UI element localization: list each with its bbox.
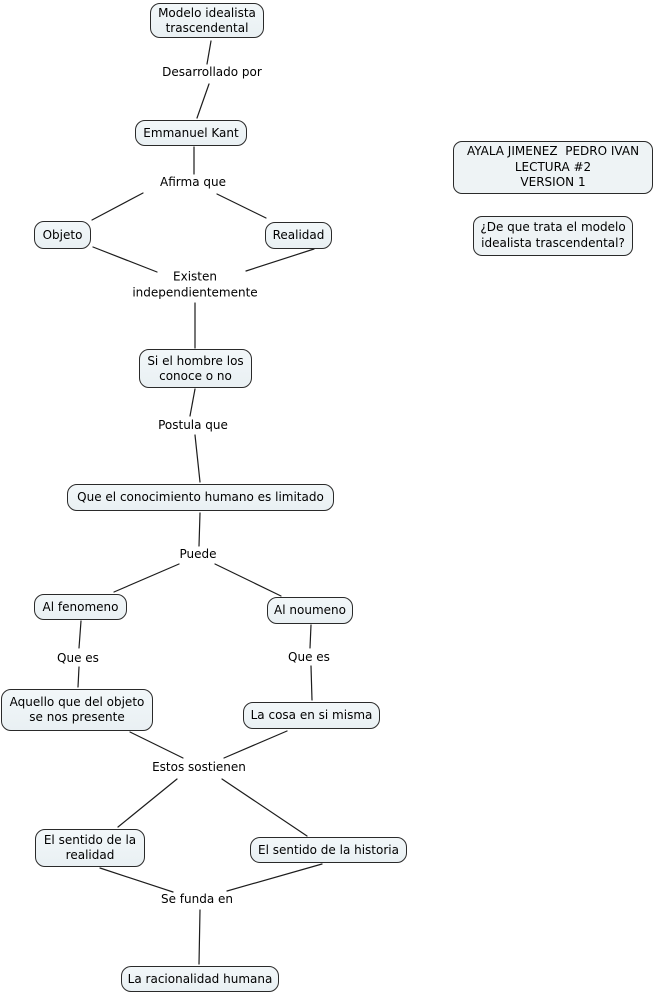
- connector-puede-noumeno: [214, 563, 282, 597]
- link-label-desarrollado-por[interactable]: Desarrollado por: [162, 65, 262, 80]
- connector-quees-aquello: [77, 666, 80, 688]
- connector-postula-conocimiento: [194, 434, 201, 483]
- node-si-el-hombre-los-conoce[interactable]: Si el hombre los conoce o no: [139, 349, 252, 388]
- connector-modelo-desarrollado: [206, 40, 212, 65]
- node-al-noumeno[interactable]: Al noumeno: [267, 597, 353, 624]
- connector-realidad-existen: [245, 248, 315, 272]
- link-label-puede[interactable]: Puede: [179, 547, 217, 562]
- annotation-focus-question[interactable]: ¿De que trata el modelo idealista trasce…: [473, 216, 633, 256]
- connector-estos-historia: [221, 778, 308, 837]
- node-realidad[interactable]: Realidad: [265, 222, 332, 249]
- link-label-afirma-que[interactable]: Afirma que: [160, 175, 226, 190]
- link-label-que-es-left[interactable]: Que es: [57, 651, 99, 666]
- connector-historia-sefunda: [226, 863, 323, 892]
- connector-afirma-objeto: [91, 192, 144, 221]
- node-conocimiento-humano-limitado[interactable]: Que el conocimiento humano es limitado: [67, 484, 334, 511]
- connector-sefunda-racionalidad: [198, 909, 201, 965]
- node-al-fenomeno[interactable]: Al fenomeno: [34, 594, 127, 620]
- link-label-que-es-right[interactable]: Que es: [288, 650, 330, 665]
- connector-desarrollado-kant: [196, 83, 210, 119]
- connector-hombre-postula: [189, 388, 196, 417]
- link-label-estos-sostienen[interactable]: Estos sostienen: [152, 760, 246, 775]
- connector-aquello-estos: [129, 731, 184, 759]
- node-el-sentido-de-la-realidad[interactable]: El sentido de la realidad: [35, 829, 145, 867]
- connector-estos-realidad: [117, 778, 178, 828]
- connector-quees-lacosa: [310, 665, 313, 701]
- connector-fenomeno-quees: [78, 620, 82, 649]
- link-label-se-funda-en[interactable]: Se funda en: [160, 892, 234, 907]
- connector-conocimiento-puede: [198, 512, 201, 547]
- connector-lacosa-estos: [223, 730, 288, 759]
- connector-realidad-sefunda: [99, 867, 174, 893]
- connector-puede-fenomeno: [113, 563, 180, 593]
- connector-afirma-realidad: [216, 193, 267, 219]
- annotation-author-info[interactable]: AYALA JIMENEZ PEDRO IVAN LECTURA #2 VERS…: [453, 141, 653, 194]
- link-label-postula-que[interactable]: Postula que: [158, 418, 228, 433]
- node-modelo-idealista-trascendental[interactable]: Modelo idealista trascendental: [150, 3, 264, 38]
- node-la-racionalidad-humana[interactable]: La racionalidad humana: [121, 966, 279, 992]
- connector-objeto-existen: [92, 246, 158, 273]
- connector-noumeno-quees: [309, 624, 312, 649]
- node-aquello-que-del-objeto[interactable]: Aquello que del objeto se nos presente: [1, 689, 153, 731]
- node-la-cosa-en-si-misma[interactable]: La cosa en si misma: [243, 702, 380, 729]
- node-emmanuel-kant[interactable]: Emmanuel Kant: [135, 120, 247, 146]
- link-label-existen-independientemente[interactable]: Existen independientemente: [132, 269, 258, 299]
- node-el-sentido-de-la-historia[interactable]: El sentido de la historia: [250, 837, 407, 863]
- node-objeto[interactable]: Objeto: [34, 221, 91, 249]
